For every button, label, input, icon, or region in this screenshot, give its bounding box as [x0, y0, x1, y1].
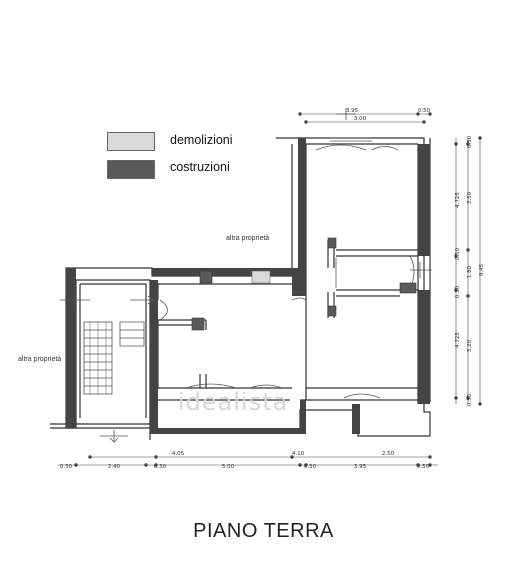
dim-right-7: 0.10: [455, 285, 461, 298]
dim-bottom1-2: 4.10: [292, 451, 305, 457]
dim-right-8: 4.725: [455, 332, 461, 348]
dimension-texts: 3.95 0.50 3.00 4.05 4.10 2.50 0.30 2.40 …: [60, 108, 485, 470]
watermark-text: idealista: [178, 388, 289, 416]
dim-bottom2-3: 0.30: [154, 464, 167, 470]
dim-top-2: 0.50: [418, 108, 431, 114]
dim-right-9: 3.20: [467, 339, 473, 352]
neighbor-note-left: altra proprietà: [18, 356, 62, 363]
dim-right-4: 0.10: [455, 247, 461, 260]
dim-top-3: 3.00: [354, 116, 367, 122]
wall-fills: [66, 138, 430, 434]
dim-right-6: 9.45: [479, 263, 485, 276]
doors: [159, 255, 415, 321]
dim-right-10: 0.50: [467, 393, 473, 406]
dim-right-5: 1.80: [467, 265, 473, 278]
dim-bottom1-1: 4.05: [172, 451, 185, 457]
page-title: PIANO TERRA: [193, 520, 334, 542]
dim-bottom2-4: 5.00: [222, 464, 235, 470]
dim-bottom2-5: 0.30: [304, 464, 317, 470]
demolition-marks: [251, 270, 271, 284]
dim-bottom2-1: 0.30: [60, 464, 73, 470]
dim-top-1: 3.95: [346, 108, 359, 114]
dim-bottom2-6: 3.95: [354, 464, 367, 470]
staircase: [83, 321, 145, 395]
construction-swatch: [107, 160, 155, 179]
demolition-swatch: [107, 132, 155, 151]
windows: [185, 137, 399, 399]
dim-right-3: 4.725: [455, 192, 461, 208]
dimension-lines: [58, 112, 482, 467]
construction-marks: [191, 237, 417, 331]
construction-label: costruzioni: [170, 160, 230, 174]
dim-bottom1-3: 2.50: [382, 451, 395, 457]
dim-right-2: 3.50: [467, 191, 473, 204]
dim-bottom2-7: 0.50: [417, 464, 430, 470]
neighbor-note-top: altra proprietà: [226, 235, 270, 242]
dim-bottom2-2: 2.40: [108, 464, 121, 470]
demolition-label: demolizioni: [170, 133, 233, 147]
dim-right-1: 0.50: [467, 135, 473, 148]
